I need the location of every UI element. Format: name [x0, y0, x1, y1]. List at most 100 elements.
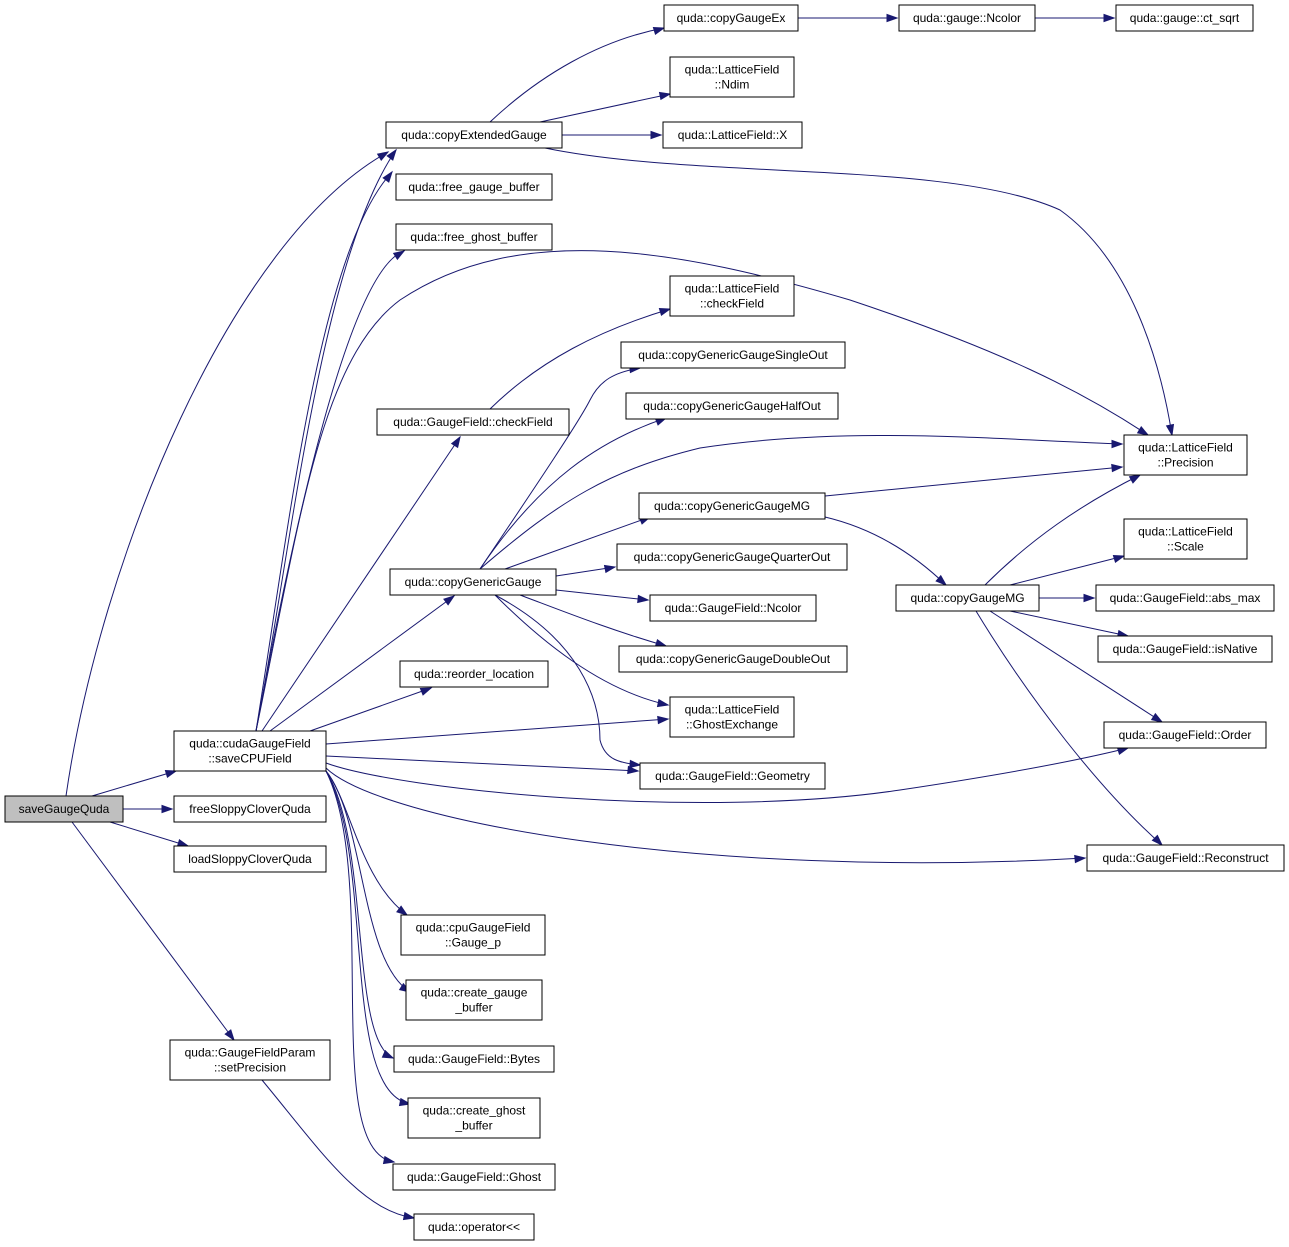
node-lf_x[interactable]: quda::LatticeField::X	[662, 121, 803, 149]
edge-line	[325, 770, 411, 1105]
call-edges	[65, 13, 1175, 1221]
arrowhead-icon	[1136, 425, 1150, 436]
node-loadSloppyCloverQuda[interactable]: loadSloppyCloverQuda	[173, 845, 327, 873]
edge-copyGaugeMG-to-lf_precision	[984, 474, 1142, 586]
arrowhead-icon	[161, 804, 174, 814]
node-gf_ghost[interactable]: quda::GaugeField::Ghost	[392, 1163, 556, 1191]
edge-saveCPUField-to-copyExtendedGauge	[255, 148, 397, 732]
node-create_ghost_buffer[interactable]: quda::create_ghost_buffer	[407, 1097, 541, 1139]
node-cgg_mg[interactable]: quda::copyGenericGaugeMG	[638, 492, 826, 520]
arrowhead-icon	[450, 435, 461, 449]
edge-line	[984, 474, 1141, 586]
node-gf_checkField[interactable]: quda::GaugeField::checkField	[376, 408, 570, 436]
node-saveGaugeQuda[interactable]: saveGaugeQuda	[4, 795, 124, 823]
node-label: quda::copyGaugeMG	[910, 591, 1024, 605]
node-label: ::GhostExchange	[686, 718, 778, 732]
edge-setPrecision-to-operator_ll	[261, 1079, 416, 1221]
node-box	[173, 795, 327, 823]
edge-copyGenericGauge-to-lf_precision	[479, 435, 1124, 570]
edge-copyExtendedGauge-to-lf_precision	[544, 147, 1175, 437]
node-box	[405, 979, 543, 1021]
node-gf_reconstruct[interactable]: quda::GaugeField::Reconstruct	[1086, 844, 1285, 872]
node-box	[898, 4, 1036, 32]
node-box	[1115, 4, 1254, 32]
node-saveCPUField[interactable]: quda::cudaGaugeField::saveCPUField	[173, 730, 327, 772]
edge-line	[555, 589, 649, 601]
node-label: quda::copyGenericGaugeSingleOut	[638, 348, 828, 362]
edge-line	[255, 171, 393, 732]
node-free_ghost_buffer[interactable]: quda::free_ghost_buffer	[395, 223, 553, 251]
node-copyGaugeEx[interactable]: quda::copyGaugeEx	[663, 4, 799, 32]
edge-saveCPUField-to-lf_precision	[255, 250, 1150, 732]
node-cgg_single[interactable]: quda::copyGenericGaugeSingleOut	[620, 341, 846, 369]
edge-line	[91, 770, 177, 797]
arrowhead-icon	[1150, 712, 1164, 723]
node-reorder_location[interactable]: quda::reorder_location	[399, 660, 549, 688]
edge-copyGenericGauge-to-cgg_double	[519, 594, 668, 648]
node-box	[616, 543, 848, 571]
node-lf_checkField[interactable]: quda::LatticeField::checkField	[669, 275, 795, 317]
node-box	[669, 696, 795, 738]
arrowhead-icon	[935, 574, 948, 586]
node-cgg_double[interactable]: quda::copyGenericGaugeDoubleOut	[618, 645, 848, 673]
node-label: freeSloppyCloverQuda	[189, 802, 311, 816]
node-label: quda::GaugeField::Ncolor	[665, 601, 802, 615]
node-label: quda::copyExtendedGauge	[401, 128, 547, 142]
node-gf_isnative[interactable]: quda::GaugeField::isNative	[1097, 635, 1273, 663]
node-copyExtendedGauge[interactable]: quda::copyExtendedGauge	[385, 121, 563, 149]
node-lf_ndim[interactable]: quda::LatticeField::Ndim	[669, 56, 795, 98]
node-box	[663, 4, 799, 32]
node-cgg_quarter[interactable]: quda::copyGenericGaugeQuarterOut	[616, 543, 848, 571]
arrowhead-icon	[392, 250, 406, 261]
edge-saveCPUField-to-reorder_location	[309, 687, 433, 732]
edge-line	[1009, 610, 1129, 637]
node-cgg_half[interactable]: quda::copyGenericGaugeHalfOut	[625, 392, 839, 420]
arrowhead-icon	[176, 838, 190, 848]
node-gauge_ct_sqrt[interactable]: quda::gauge::ct_sqrt	[1115, 4, 1254, 32]
edge-saveCPUField-to-copyGenericGauge	[269, 595, 456, 732]
edge-copyGaugeMG-to-gf_reconstruct	[975, 610, 1164, 847]
node-gf_geometry[interactable]: quda::GaugeField::Geometry	[639, 762, 826, 790]
node-label: ::setPrecision	[214, 1061, 286, 1075]
node-freeSloppyCloverQuda[interactable]: freeSloppyCloverQuda	[173, 795, 327, 823]
edge-copyGaugeMG-to-gf_abs_max	[1039, 593, 1096, 603]
node-operator_ll[interactable]: quda::operator<<	[413, 1213, 535, 1241]
node-copyGaugeMG[interactable]: quda::copyGaugeMG	[895, 584, 1040, 612]
edge-line	[494, 594, 669, 706]
node-gauge_ncolor[interactable]: quda::gauge::Ncolor	[898, 4, 1036, 32]
node-box	[669, 275, 795, 317]
node-box	[1095, 584, 1275, 612]
node-copyGenericGauge[interactable]: quda::copyGenericGauge	[389, 568, 557, 596]
node-box	[395, 173, 553, 201]
node-label: quda::free_ghost_buffer	[410, 230, 537, 244]
edge-copyGenericGauge-to-gf_geometry	[494, 594, 642, 769]
node-box	[385, 121, 563, 149]
node-gf_abs_max[interactable]: quda::GaugeField::abs_max	[1095, 584, 1275, 612]
arrowhead-icon	[637, 594, 650, 604]
node-free_gauge_buffer[interactable]: quda::free_gauge_buffer	[395, 173, 553, 201]
edge-line	[65, 151, 389, 797]
node-box	[1086, 844, 1285, 872]
node-lf_ghostexchange[interactable]: quda::LatticeField::GhostExchange	[669, 696, 795, 738]
edge-line	[325, 770, 394, 1059]
node-lf_scale[interactable]: quda::LatticeField::Scale	[1123, 518, 1248, 560]
node-gf_bytes[interactable]: quda::GaugeField::Bytes	[393, 1045, 555, 1073]
node-box	[393, 1045, 555, 1073]
node-lf_precision[interactable]: quda::LatticeField::Precision	[1123, 434, 1248, 476]
node-label: quda::gauge::ct_sqrt	[1130, 11, 1240, 25]
edge-line	[975, 610, 1163, 846]
node-cpu_gauge_p[interactable]: quda::cpuGaugeField::Gauge_p	[400, 914, 546, 956]
edge-copyGenericGauge-to-gf_ncolor	[555, 589, 650, 604]
node-create_gauge_buffer[interactable]: quda::create_gauge_buffer	[405, 979, 543, 1021]
node-setPrecision[interactable]: quda::GaugeFieldParam::setPrecision	[169, 1039, 331, 1081]
node-label: ::Scale	[1167, 540, 1204, 554]
node-label: ::checkField	[700, 297, 764, 311]
edge-line	[261, 436, 461, 732]
arrowhead-icon	[627, 765, 640, 775]
arrowhead-icon	[396, 905, 409, 916]
node-gf_ncolor[interactable]: quda::GaugeField::Ncolor	[649, 594, 817, 622]
edge-line	[325, 718, 669, 745]
node-label: quda::copyGaugeEx	[677, 11, 786, 25]
node-gf_order[interactable]: quda::GaugeField::Order	[1103, 721, 1267, 749]
